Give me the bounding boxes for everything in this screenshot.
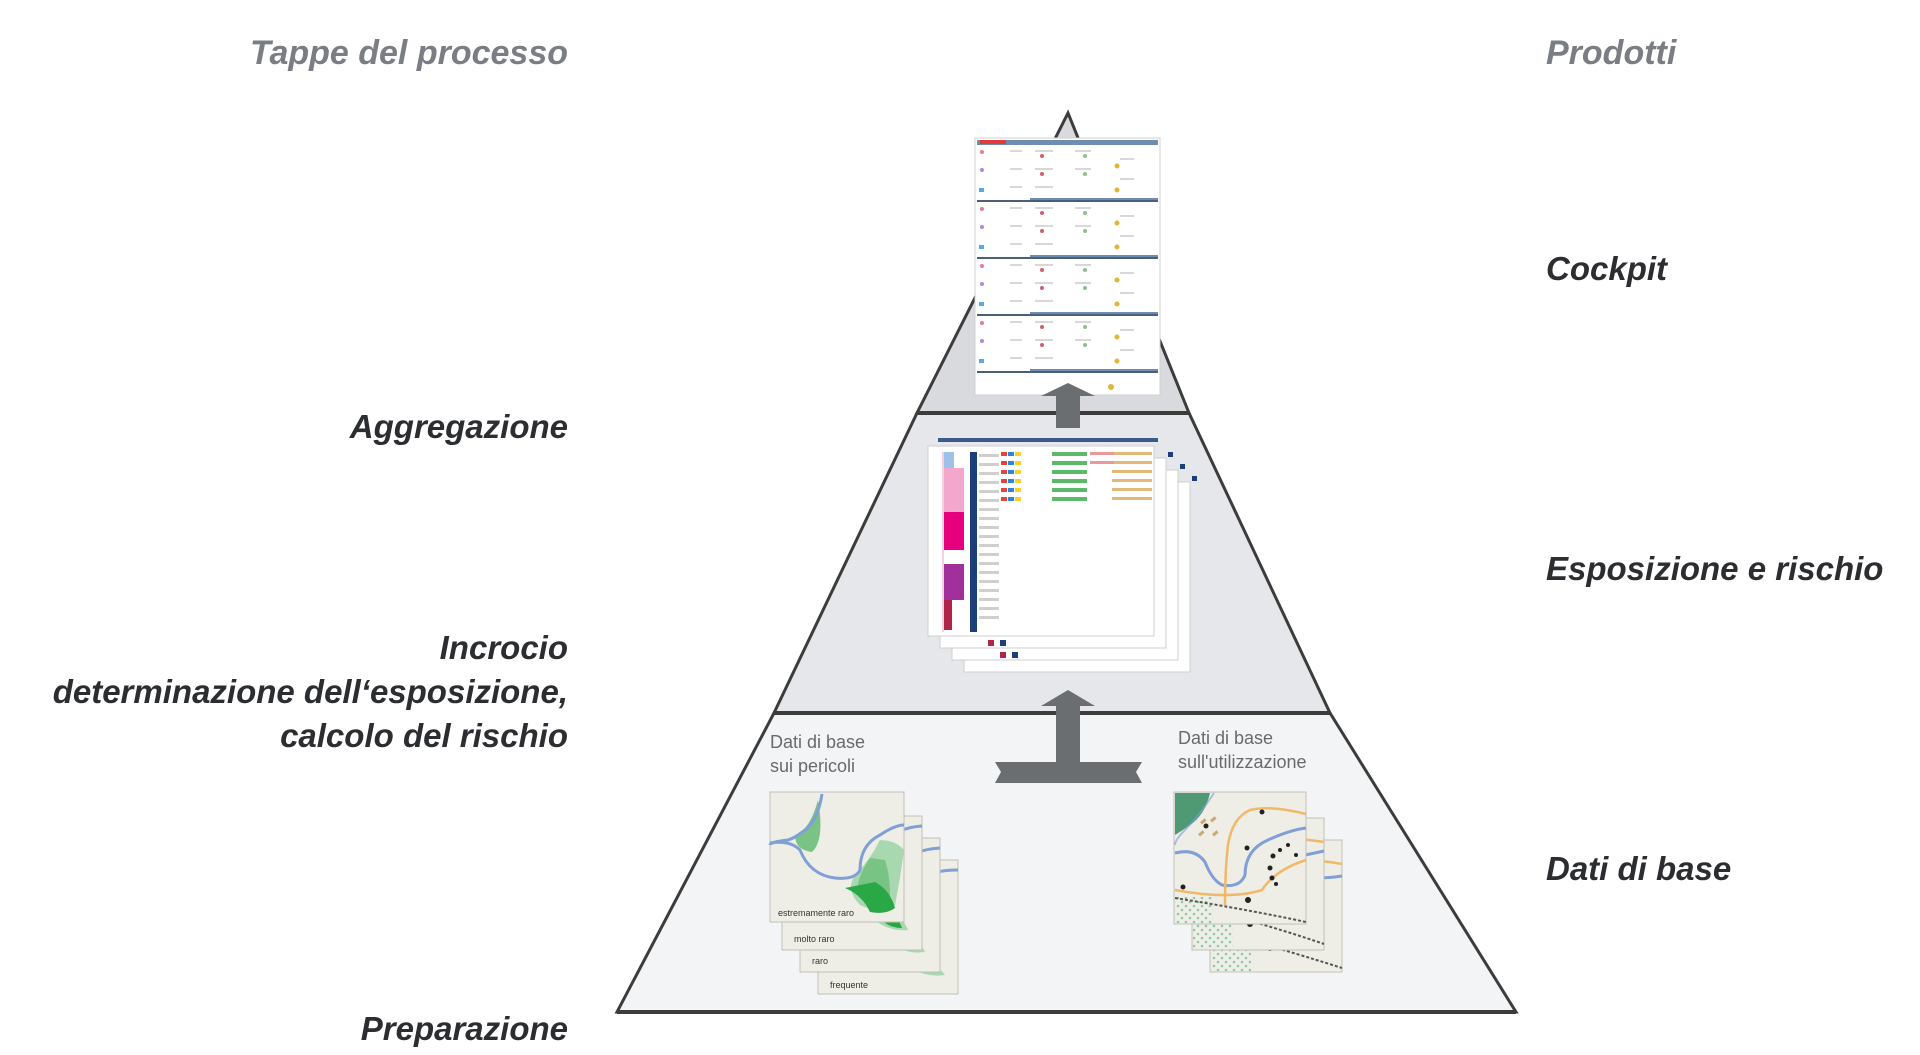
- product-dati-base: Dati di base: [1546, 850, 1732, 887]
- cockpit-document: [974, 137, 1161, 396]
- products-header: Prodotti: [1546, 34, 1677, 72]
- usage-base-data: Dati di base sull'utilizzazione: [1173, 728, 1343, 973]
- risk-matrix-stack: [927, 438, 1197, 673]
- hazard-map-1: estremamente raro: [768, 791, 905, 923]
- process-steps-header: Tappe del processo: [249, 34, 568, 72]
- hazard-map-label-frequente: frequente: [830, 980, 868, 990]
- arrow-aggregation-icon: [1041, 383, 1095, 428]
- usage-map-1: [1173, 791, 1307, 925]
- product-cockpit: Cockpit: [1546, 250, 1668, 287]
- hazard-map-label-estremamente-raro: estremamente raro: [778, 908, 854, 918]
- usage-title-line-1: Dati di base: [1178, 728, 1273, 748]
- stage-incrocio-line-1: Incrocio: [439, 629, 568, 666]
- stage-incrocio-line-2: determinazione dell‘esposizione,: [52, 673, 568, 710]
- stage-aggregazione: Aggregazione: [349, 408, 568, 445]
- hazard-title-line-1: Dati di base: [770, 732, 865, 752]
- arrow-crossing-icon: [995, 690, 1142, 783]
- hazard-base-data: Dati di base sui pericoli frequente raro…: [768, 732, 959, 995]
- product-esposizione: Esposizione e rischio: [1546, 550, 1884, 587]
- stage-incrocio: Incrocio determinazione dell‘esposizione…: [53, 626, 568, 758]
- usage-title-line-2: sull'utilizzazione: [1178, 752, 1307, 772]
- hazard-title-line-2: sui pericoli: [770, 756, 855, 776]
- stage-incrocio-line-3: calcolo del rischio: [280, 717, 568, 754]
- stage-preparazione: Preparazione: [360, 1010, 568, 1047]
- hazard-map-label-raro: raro: [812, 956, 828, 966]
- hazard-map-label-molto-raro: molto raro: [794, 934, 835, 944]
